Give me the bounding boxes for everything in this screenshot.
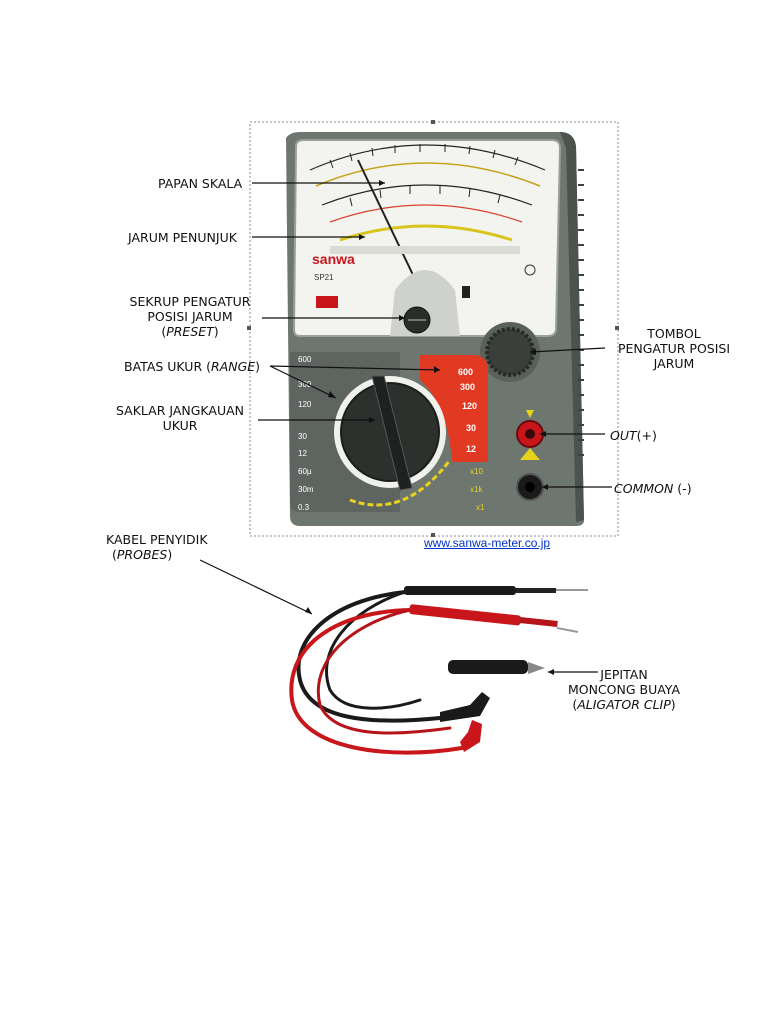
label-jepitan-line1: JEPITAN bbox=[600, 667, 648, 682]
label-tombol-line2: PENGATUR POSISI bbox=[617, 341, 731, 356]
svg-text:12: 12 bbox=[466, 444, 476, 454]
svg-text:120: 120 bbox=[298, 400, 312, 409]
scale-arc-5 bbox=[339, 224, 513, 242]
scale-window bbox=[292, 139, 562, 337]
selector-pointer bbox=[371, 375, 413, 491]
svg-text:x1k: x1k bbox=[470, 485, 483, 494]
label-kabel-line1: KABEL PENYIDIK bbox=[106, 532, 208, 547]
cable-red-2 bbox=[316, 608, 452, 735]
label-jepitan-line2: MONCONG BUAYA bbox=[567, 682, 681, 697]
svg-text:12: 12 bbox=[298, 449, 307, 458]
scale-arc-3 bbox=[321, 184, 533, 206]
svg-text:600: 600 bbox=[298, 355, 312, 364]
scale-arc-2 bbox=[315, 162, 541, 187]
label-tombol-line3: JARUM bbox=[653, 356, 695, 371]
dial-left-labels: 600 300 120 30 12 60µ 30m 0.3 bbox=[298, 355, 314, 512]
svg-text:30: 30 bbox=[298, 432, 307, 441]
label-kabel-line2: (PROBES) bbox=[112, 547, 173, 562]
label-saklar-line2: UKUR bbox=[162, 418, 198, 433]
banana-plug-black bbox=[440, 692, 490, 722]
grip-ridges bbox=[578, 169, 584, 456]
scale-arc-1 bbox=[309, 144, 546, 171]
label-sekrup-line2: POSISI JARUM bbox=[147, 309, 233, 324]
label-saklar: SAKLAR JANGKAUAN UKUR bbox=[110, 403, 250, 433]
alligator-clip bbox=[448, 660, 528, 674]
label-sekrup-line1: SEKRUP PENGATUR bbox=[129, 294, 251, 309]
label-papan-skala: PAPAN SKALA bbox=[158, 176, 243, 191]
label-common: COMMON (-) bbox=[614, 481, 692, 496]
probe-red-handle bbox=[409, 604, 522, 626]
label-tombol-line1: TOMBOL bbox=[647, 326, 701, 341]
probe-cables bbox=[289, 590, 464, 755]
dial-red-labels: 600 300 120 30 12 bbox=[458, 367, 477, 454]
dial-red-segment bbox=[420, 355, 488, 462]
svg-text:300: 300 bbox=[298, 380, 312, 389]
callout-arrowheads bbox=[305, 180, 554, 675]
svg-text:0.3: 0.3 bbox=[298, 503, 310, 512]
model-number: SP21 bbox=[314, 273, 334, 282]
cable-black bbox=[296, 590, 442, 723]
svg-text:30: 30 bbox=[466, 423, 476, 433]
dial-ohm-labels: x10 x1k x1 bbox=[470, 467, 485, 512]
banana-plug-red bbox=[460, 720, 482, 752]
label-sekrup-line3: (PRESET) bbox=[161, 324, 219, 339]
svg-text:x1: x1 bbox=[476, 503, 485, 512]
scale-ticks bbox=[329, 144, 519, 207]
cable-red bbox=[289, 608, 464, 755]
svg-text:x10: x10 bbox=[470, 467, 483, 476]
brand-logo: sanwa bbox=[312, 251, 355, 267]
scale-arc-4 bbox=[329, 204, 523, 223]
label-jarum-penunjuk: JARUM PENUNJUK bbox=[128, 230, 237, 245]
label-batas-ukur: BATAS UKUR (RANGE) bbox=[124, 359, 261, 374]
label-saklar-line1: SAKLAR JANGKAUAN bbox=[115, 403, 244, 418]
svg-text:120: 120 bbox=[462, 401, 477, 411]
label-kabel: KABEL PENYIDIK (PROBES) bbox=[106, 532, 208, 562]
label-sekrup: SEKRUP PENGATUR POSISI JARUM (PRESET) bbox=[120, 294, 260, 339]
website-link[interactable]: www.sanwa-meter.co.jp bbox=[424, 536, 551, 550]
label-jepitan: JEPITAN MONCONG BUAYA (ALIGATOR CLIP) bbox=[556, 667, 692, 712]
svg-text:600: 600 bbox=[458, 367, 473, 377]
svg-text:300: 300 bbox=[460, 382, 475, 392]
callout-lines bbox=[199, 182, 612, 673]
cable-black-2 bbox=[325, 590, 422, 710]
svg-text:30m: 30m bbox=[298, 485, 314, 494]
label-out: OUT(+) bbox=[610, 428, 657, 443]
probe-black-handle bbox=[404, 586, 516, 595]
label-jepitan-line3: (ALIGATOR CLIP) bbox=[572, 697, 676, 712]
label-tombol: TOMBOL PENGATUR POSISI JARUM bbox=[602, 326, 746, 371]
svg-text:60µ: 60µ bbox=[298, 467, 312, 476]
